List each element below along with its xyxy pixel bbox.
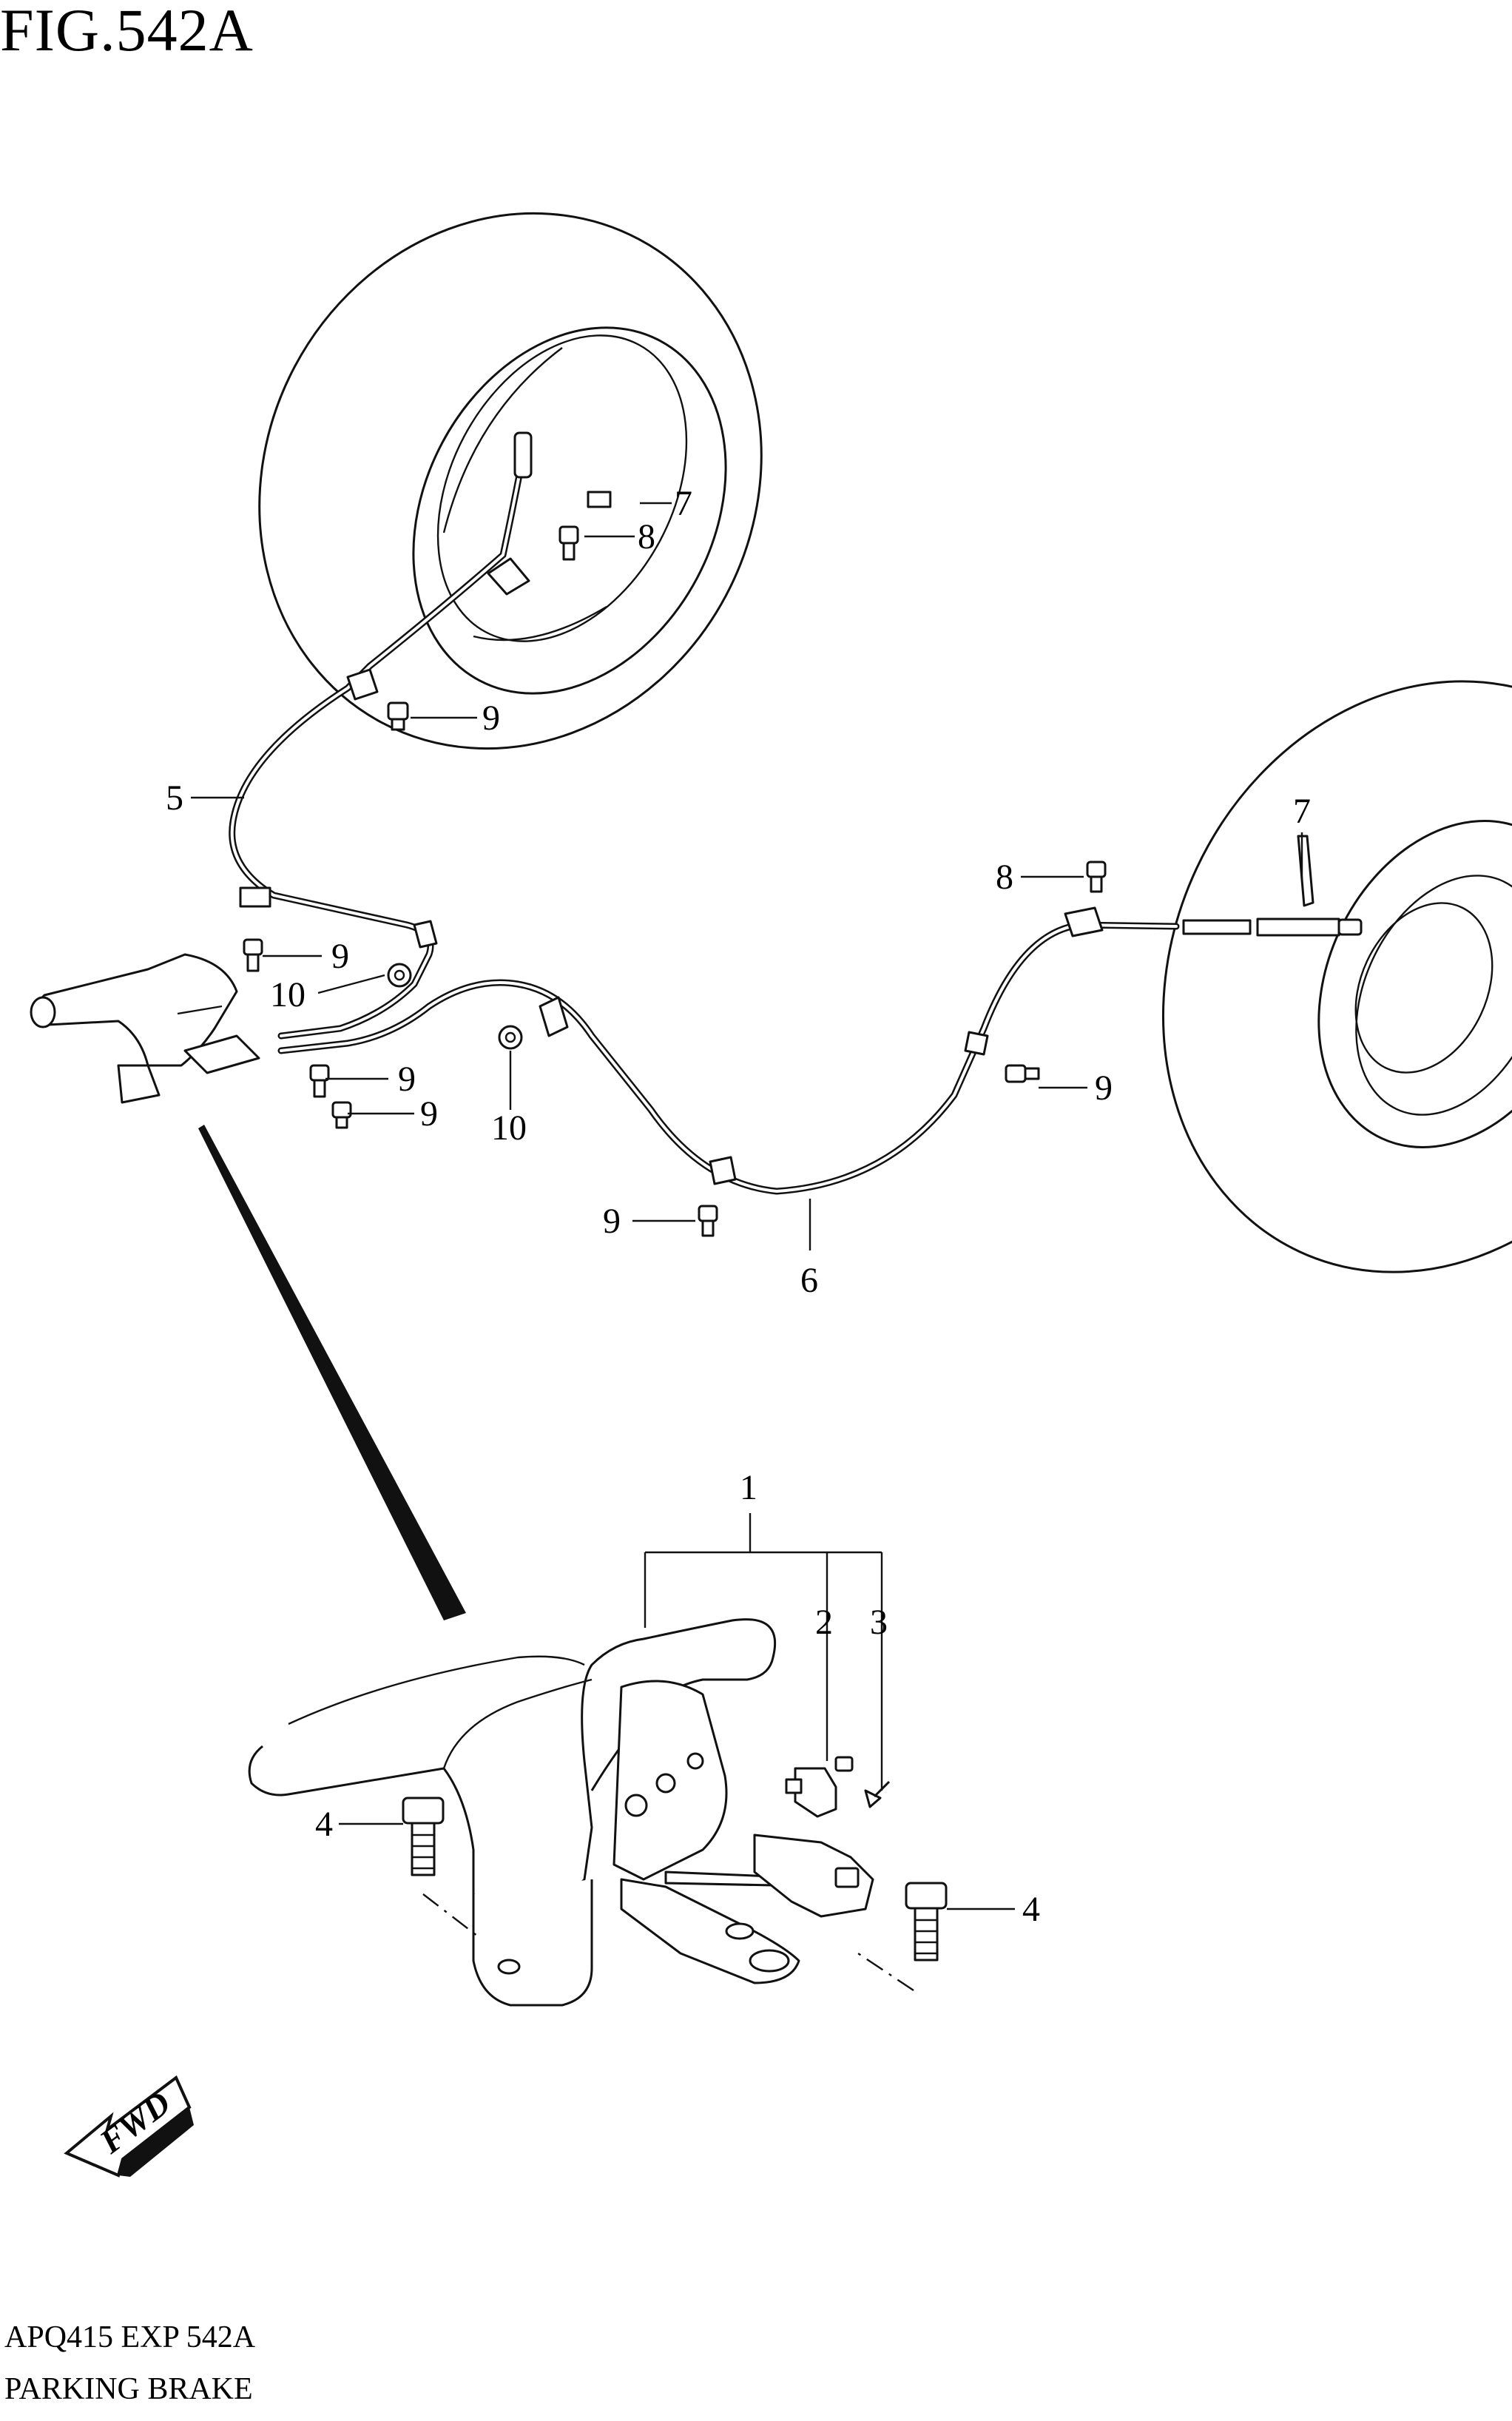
cable-right [277,906,1363,1195]
fwd-arrow-icon: FWD [64,2075,194,2178]
callout-1: 1 [740,1468,757,1507]
callout-9-d: 9 [420,1094,438,1134]
callout-7-top: 7 [675,484,692,523]
callout-9-b: 9 [331,937,349,976]
cable-left [229,431,533,1040]
callout-5: 5 [166,778,183,818]
leader-lines [191,502,1303,1910]
left-wheel [258,212,763,750]
callout-4-left: 4 [315,1805,333,1844]
bolt-4-left [402,1797,445,1876]
callout-2: 2 [815,1603,833,1642]
lever-detail [248,1618,891,2007]
figure-name: PARKING BRAKE [4,2372,253,2406]
lever-small [30,953,260,1104]
callout-numbers: 7 8 9 5 9 10 9 9 10 9 6 9 8 7 1 2 3 4 4 [166,484,1311,1929]
right-wheel [1162,680,1512,1273]
small-hardware [243,491,1314,1237]
callout-10-a: 10 [270,975,306,1014]
detail-pointer [198,1125,466,1620]
callout-8-right: 8 [996,858,1013,897]
callout-9-f: 9 [1095,1068,1113,1108]
callout-8-top: 8 [638,517,655,556]
callout-6: 6 [800,1261,818,1300]
callout-10-b: 10 [491,1108,527,1148]
callout-7-right: 7 [1293,792,1311,831]
bolt-4-right [905,1882,948,1962]
callout-9-e: 9 [603,1202,621,1241]
callout-3: 3 [870,1603,888,1642]
callout-4-right: 4 [1022,1890,1040,1929]
figure-title: FIG.542A [0,0,254,64]
callout-9-a: 9 [482,698,500,738]
figure-code: APQ415 EXP 542A [4,2320,256,2354]
callout-9-c: 9 [398,1060,416,1099]
